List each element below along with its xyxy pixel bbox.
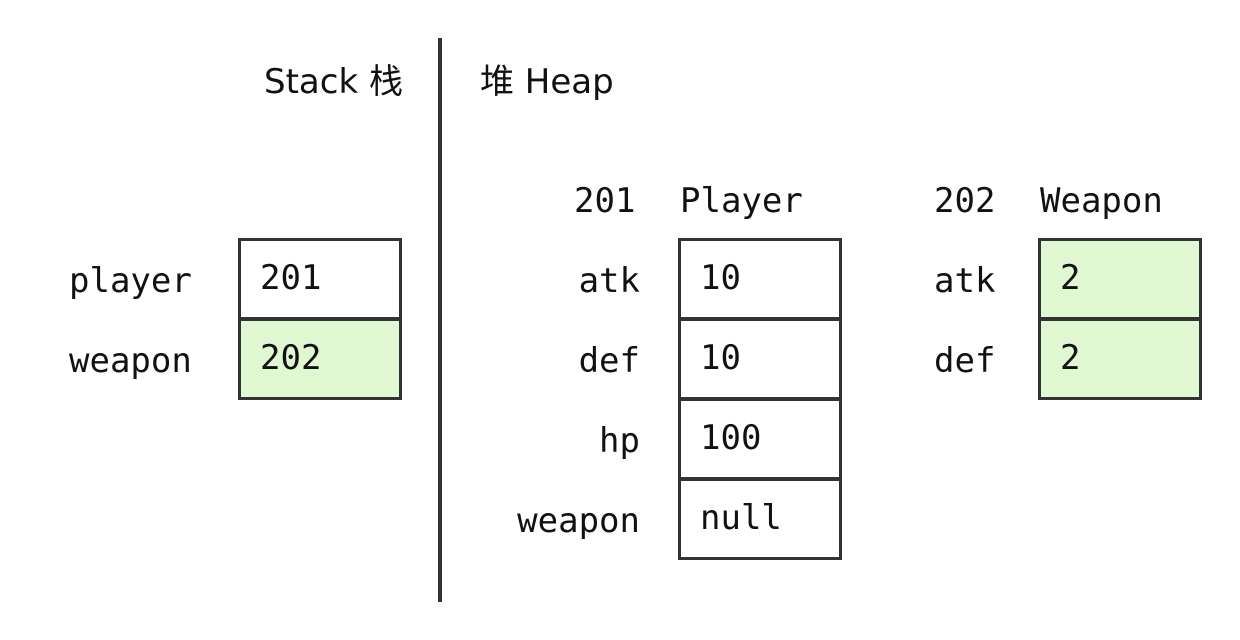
player-field-hp-cell: 100 (678, 398, 842, 480)
weapon-field-atk-value: 2 (1060, 258, 1081, 298)
player-field-weapon-label: weapon (517, 501, 640, 541)
stack-var-player-value: 201 (260, 258, 322, 298)
player-field-def-value: 10 (700, 338, 741, 378)
stack-title: Stack 栈 (264, 62, 403, 102)
stack-var-player-cell: 201 (238, 238, 402, 320)
stack-var-weapon-value: 202 (260, 338, 322, 378)
stack-var-weapon-cell: 202 (238, 318, 402, 400)
player-field-atk-cell: 10 (678, 238, 842, 320)
heap-title: 堆 Heap (480, 62, 614, 102)
weapon-field-atk-label: atk (934, 261, 996, 301)
heap-object-weapon-type: Weapon (1040, 181, 1163, 221)
player-field-hp-label: hp (599, 421, 640, 461)
player-field-hp-value: 100 (700, 418, 762, 458)
weapon-field-def-label: def (934, 341, 996, 381)
player-field-atk-label: atk (578, 261, 640, 301)
player-field-weapon-cell: null (678, 478, 842, 560)
weapon-field-def-value: 2 (1060, 338, 1081, 378)
player-field-def-cell: 10 (678, 318, 842, 400)
player-field-atk-value: 10 (700, 258, 741, 298)
stack-var-weapon-label: weapon (69, 341, 192, 381)
heap-object-weapon-address: 202 (934, 181, 996, 221)
player-field-def-label: def (578, 341, 640, 381)
stack-var-player-label: player (69, 261, 192, 301)
weapon-field-def-cell: 2 (1038, 318, 1202, 400)
weapon-field-atk-cell: 2 (1038, 238, 1202, 320)
heap-object-player-address: 201 (574, 181, 636, 221)
heap-object-player-type: Player (680, 181, 803, 221)
player-field-weapon-value: null (700, 498, 782, 538)
stack-heap-divider (438, 38, 442, 602)
